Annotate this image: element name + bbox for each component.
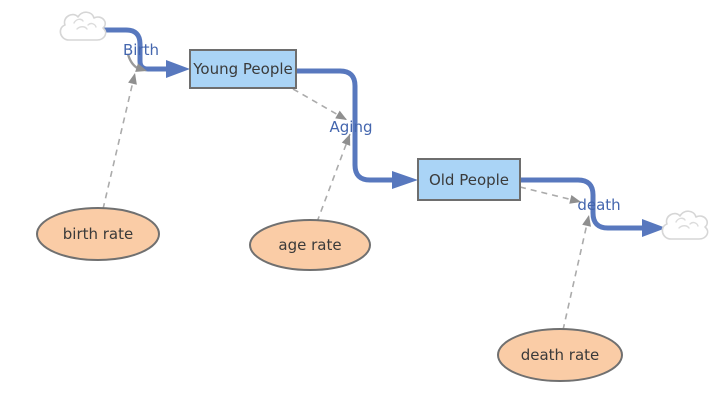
connector-arrowhead xyxy=(335,110,347,120)
stock-box[interactable] xyxy=(417,158,521,201)
stock-label: Old People xyxy=(429,171,509,189)
stock-label: Young People xyxy=(192,60,293,78)
aux-ellipse[interactable] xyxy=(249,219,371,271)
connector-line[interactable] xyxy=(562,214,590,331)
connector-arrowhead xyxy=(135,63,147,72)
birth-valve-marker xyxy=(126,53,147,72)
connector-young-people-to-aging[interactable] xyxy=(292,88,349,124)
aux-age-rate[interactable]: age rate xyxy=(249,219,371,271)
flow-pipe-segment[interactable] xyxy=(520,177,642,231)
aux-ellipse[interactable] xyxy=(36,207,160,261)
connector-birth-rate-to-birth[interactable] xyxy=(102,72,139,210)
connector-arrowhead xyxy=(569,195,581,204)
aux-label: age rate xyxy=(278,236,341,254)
cloud-detail xyxy=(675,217,686,223)
stock-young-people[interactable]: Young People xyxy=(189,49,297,89)
flow-arrowhead xyxy=(642,219,666,237)
connector-line[interactable] xyxy=(102,72,136,210)
connector-old-people-to-death[interactable] xyxy=(519,186,582,206)
aux-label: death rate xyxy=(521,346,600,364)
cloud-detail xyxy=(76,22,97,30)
aux-ellipse[interactable] xyxy=(497,328,623,382)
connector-arrowhead xyxy=(582,215,591,227)
connector-arrowhead xyxy=(341,134,351,146)
connector-death-rate-to-death[interactable] xyxy=(562,214,593,331)
flow-pipe-segment[interactable] xyxy=(97,27,166,72)
flow-pipe-aging[interactable] xyxy=(296,68,418,189)
connector-line[interactable] xyxy=(316,133,351,223)
flow-label-birth[interactable]: Birth xyxy=(123,41,159,59)
flow-label-death[interactable]: death xyxy=(577,196,620,214)
cloud-detail xyxy=(678,221,699,229)
connector-age-rate-to-aging[interactable] xyxy=(316,132,354,223)
aux-label: birth rate xyxy=(63,225,133,243)
flow-pipe-birth[interactable] xyxy=(97,27,190,78)
flow-pipe-segment[interactable] xyxy=(296,68,392,183)
flow-arrowhead xyxy=(392,171,418,189)
cloud-detail xyxy=(73,18,84,24)
flow-arrowhead xyxy=(166,60,190,78)
flow-label-aging[interactable]: Aging xyxy=(330,118,373,136)
flow-pipe-death[interactable] xyxy=(520,177,666,237)
stock-old-people[interactable]: Old People xyxy=(417,158,521,201)
aux-death-rate[interactable]: death rate xyxy=(497,328,623,382)
cloud-source-icon[interactable] xyxy=(59,11,107,41)
stock-box[interactable] xyxy=(189,49,297,89)
aux-birth-rate[interactable]: birth rate xyxy=(36,207,160,261)
cloud-sink-icon[interactable] xyxy=(661,210,709,240)
connector-arrowhead xyxy=(128,73,137,85)
